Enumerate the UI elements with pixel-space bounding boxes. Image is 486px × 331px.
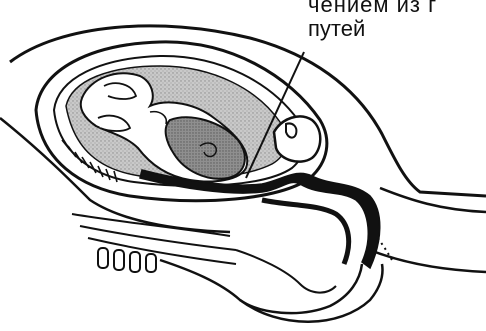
pubic-bone (286, 123, 296, 137)
vaginal-canal (262, 200, 349, 264)
bladder (274, 116, 320, 161)
sacrum (160, 260, 362, 313)
spine-line-1 (72, 214, 230, 236)
rectum (236, 250, 336, 293)
vertebrae (98, 248, 156, 272)
spine-line-2 (80, 226, 236, 250)
thigh-line-lower (370, 250, 486, 272)
